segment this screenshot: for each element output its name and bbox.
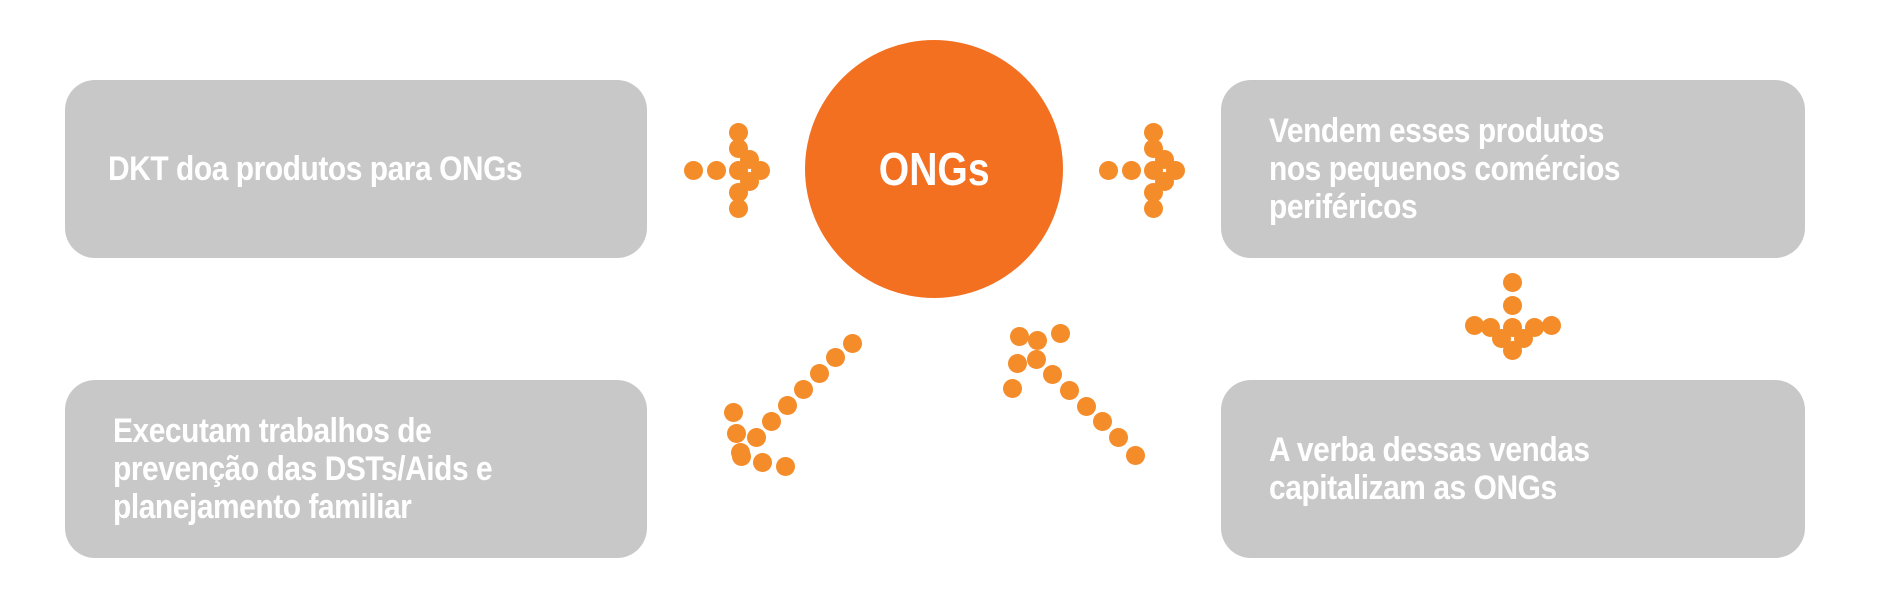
step-box-prevention: Executam trabalhos de prevenção das DSTs… bbox=[65, 380, 647, 558]
arrow-dot bbox=[746, 427, 766, 447]
arrow-dot bbox=[777, 395, 797, 415]
arrow-dot bbox=[1108, 427, 1128, 447]
arrow-dot bbox=[1092, 411, 1112, 431]
arrow-dot bbox=[726, 423, 746, 443]
arrow-dot bbox=[723, 402, 743, 422]
arrow-dot bbox=[1502, 272, 1522, 292]
arrow-dot bbox=[1464, 315, 1484, 335]
arrow-dot bbox=[793, 379, 813, 399]
arrow-dot bbox=[1143, 122, 1163, 142]
arrow-dot bbox=[761, 411, 781, 431]
arrow-dot bbox=[731, 446, 751, 466]
arrow-dot bbox=[1076, 396, 1096, 416]
arrow-dot bbox=[1143, 198, 1163, 218]
arrow-dot bbox=[842, 333, 862, 353]
step-box-sales: Vendem esses produtos nos pequenos comér… bbox=[1221, 80, 1805, 258]
step-text-prevention: Executam trabalhos de prevenção das DSTs… bbox=[113, 412, 493, 526]
arrow-dot bbox=[728, 198, 748, 218]
arrow-dot bbox=[1026, 349, 1046, 369]
step-text-funding: A verba dessas vendas capitalizam as ONG… bbox=[1269, 431, 1590, 507]
arrow-dot bbox=[1491, 328, 1511, 348]
arrow-dot bbox=[728, 122, 748, 142]
arrow-dot bbox=[775, 456, 795, 476]
arrow-dot bbox=[1007, 353, 1027, 373]
arrow-dot bbox=[739, 149, 759, 169]
arrow-dot bbox=[1042, 364, 1062, 384]
arrow-dot bbox=[1098, 160, 1118, 180]
arrow-dot bbox=[1541, 315, 1561, 335]
arrow-dot bbox=[1125, 445, 1145, 465]
step-box-donation: DKT doa produtos para ONGs bbox=[65, 80, 647, 258]
step-text-sales: Vendem esses produtos nos pequenos comér… bbox=[1269, 112, 1621, 226]
arrow-dot bbox=[1002, 378, 1022, 398]
arrow-dot bbox=[809, 363, 829, 383]
step-text-donation: DKT doa produtos para ONGs bbox=[108, 150, 523, 188]
arrow-dot bbox=[1059, 380, 1079, 400]
center-label: ONGs bbox=[878, 143, 990, 195]
arrow-dot bbox=[752, 452, 772, 472]
arrow-dot bbox=[1027, 330, 1047, 350]
arrow-dot bbox=[1524, 317, 1544, 337]
arrow-dot bbox=[1154, 149, 1174, 169]
arrow-dot bbox=[1121, 160, 1141, 180]
arrow-dot bbox=[728, 182, 748, 202]
step-box-funding: A verba dessas vendas capitalizam as ONG… bbox=[1221, 380, 1805, 558]
arrow-dot bbox=[1143, 182, 1163, 202]
center-circle: ONGs bbox=[805, 40, 1063, 298]
arrow-dot bbox=[1009, 326, 1029, 346]
arrow-dot bbox=[683, 160, 703, 180]
arrow-dot bbox=[706, 160, 726, 180]
arrow-dot bbox=[1502, 295, 1522, 315]
arrow-dot bbox=[825, 347, 845, 367]
arrow-dot bbox=[1050, 323, 1070, 343]
